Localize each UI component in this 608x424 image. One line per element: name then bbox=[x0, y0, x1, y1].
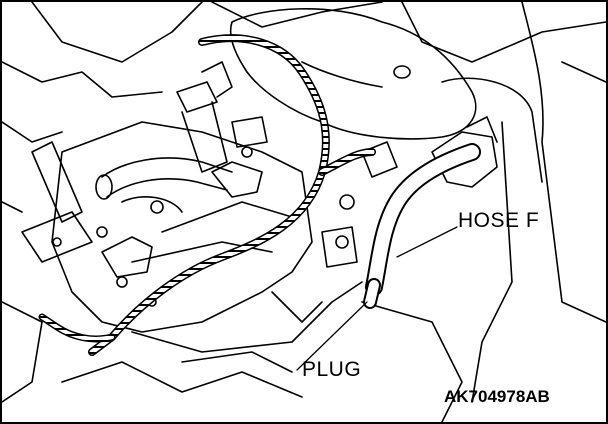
figure-code: AK704978AB bbox=[444, 387, 550, 406]
wire-harness bbox=[38, 34, 376, 356]
lower-pan bbox=[131, 281, 363, 373]
hose-fittings bbox=[321, 116, 498, 268]
hose-f bbox=[363, 143, 481, 309]
engine-block bbox=[51, 121, 313, 333]
intake-pipe bbox=[95, 157, 233, 200]
sensor-assembly bbox=[176, 61, 268, 173]
plug-label: PLUG bbox=[302, 358, 362, 381]
leader-lines bbox=[296, 226, 458, 371]
reservoir-tank bbox=[229, 8, 477, 140]
left-bracket bbox=[21, 141, 93, 263]
hose-f-label: HOSE F bbox=[458, 209, 540, 232]
